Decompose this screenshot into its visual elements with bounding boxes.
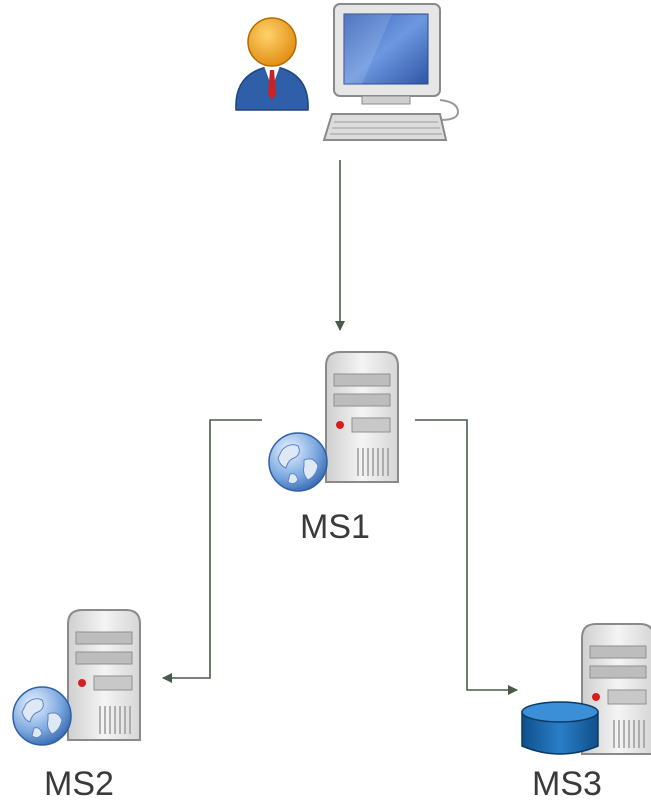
server-icon (325, 351, 399, 483)
server-icon (67, 609, 141, 741)
ms2-node (12, 609, 141, 746)
ms2-label: MS2 (44, 765, 114, 803)
user-icon (235, 17, 309, 111)
ms1-node (268, 351, 399, 492)
client-node (235, 3, 460, 141)
connectors (162, 160, 518, 695)
globe-icon (12, 686, 72, 746)
edge-ms1-ms3 (415, 419, 518, 695)
globe-icon (268, 432, 328, 492)
ms3-node (521, 623, 651, 755)
edge-ms1-ms2 (162, 419, 262, 683)
ms1-label: MS1 (300, 508, 370, 546)
ms3-label: MS3 (532, 765, 602, 803)
desktop-computer-icon (322, 3, 460, 141)
database-icon (521, 701, 599, 755)
